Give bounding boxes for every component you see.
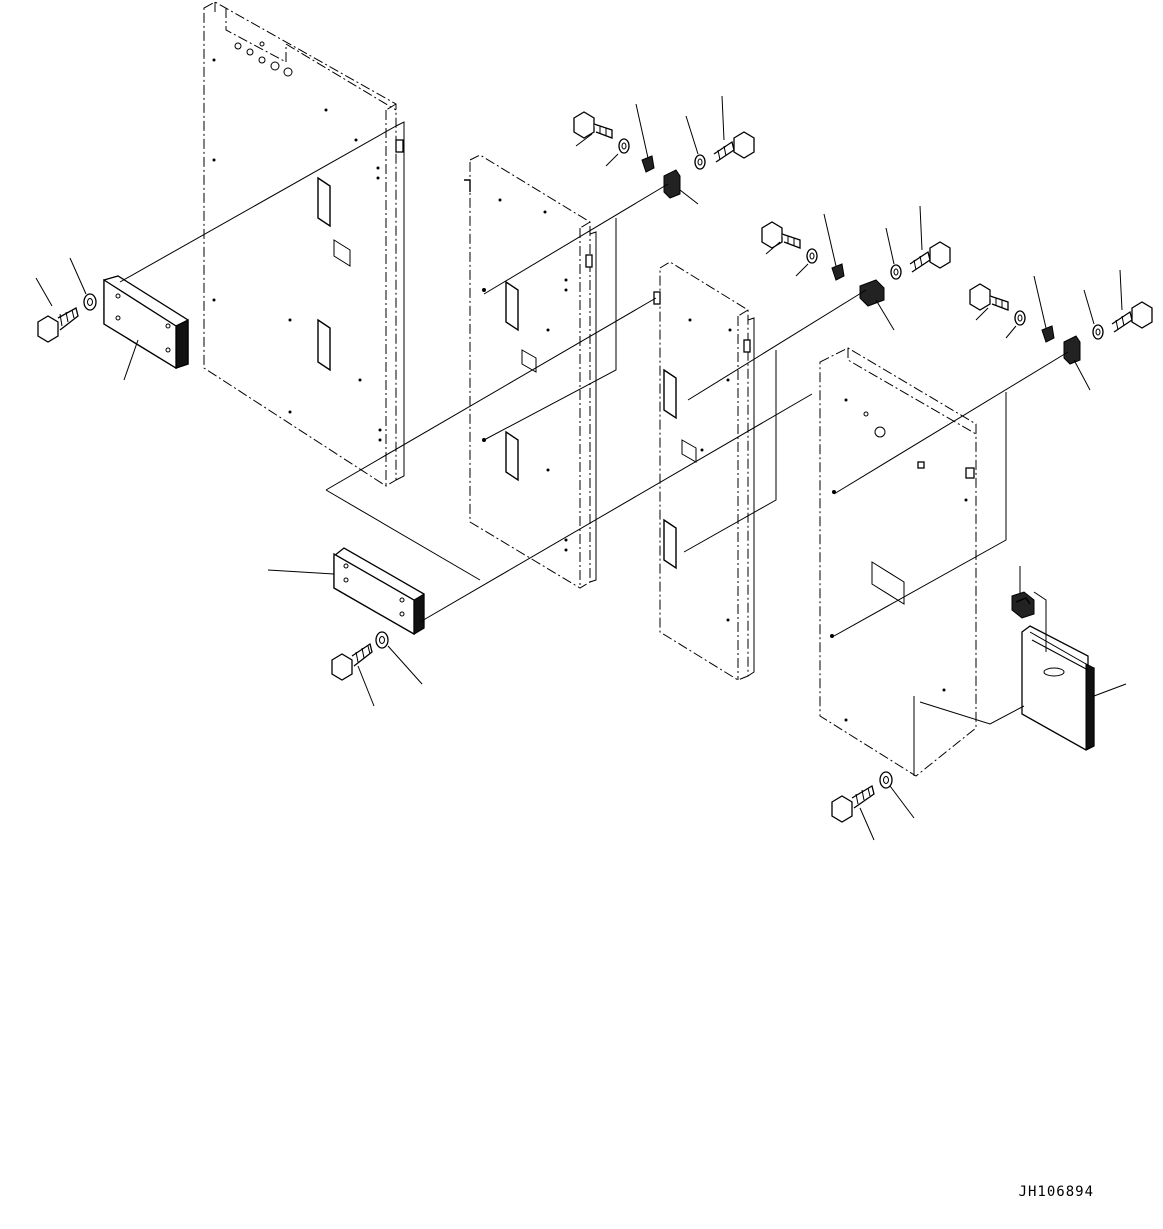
panel-1-slots	[317, 176, 351, 372]
bolt-set-1	[573, 111, 755, 199]
panel-2-slots	[505, 280, 537, 482]
washer-lower	[375, 631, 389, 649]
panel-3-slots	[663, 368, 697, 570]
bracket-cover	[1021, 625, 1095, 751]
drawing-code: JH106894	[1019, 1184, 1094, 1200]
leader-lines	[35, 95, 1127, 841]
panel-4	[819, 347, 977, 777]
panel-3	[653, 261, 755, 681]
cover-plate-lower	[333, 547, 425, 636]
bolt-set-3	[969, 283, 1153, 365]
assembly-guide-lines	[119, 125, 1069, 725]
small-clip	[1011, 591, 1035, 619]
panel-2	[464, 154, 597, 589]
bolt-bottom-right	[831, 784, 875, 823]
washer-left	[83, 293, 97, 311]
bolt-set-2	[761, 221, 951, 307]
cover-plate-upper	[103, 275, 189, 370]
panel-1	[203, 1, 405, 487]
washer-bottom-right	[879, 771, 893, 789]
bolt-left	[37, 307, 79, 343]
bolt-lower	[331, 642, 373, 681]
